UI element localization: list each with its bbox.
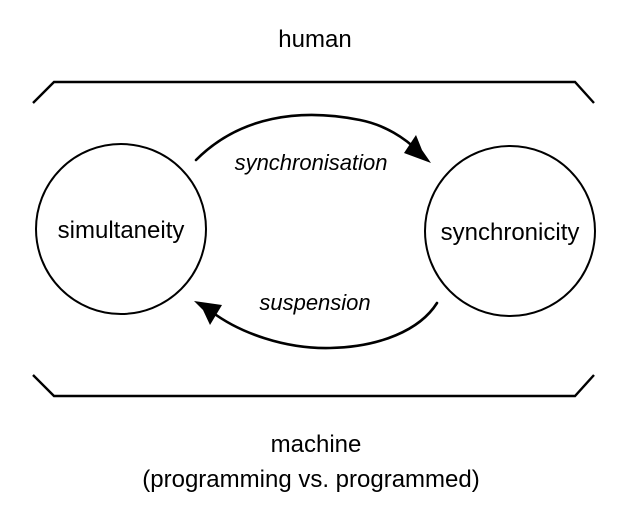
arrow-suspension — [210, 301, 439, 350]
label-human: human — [278, 26, 351, 53]
arrowhead-synchronisation — [404, 135, 431, 163]
label-synchronisation: synchronisation — [235, 150, 388, 175]
label-simultaneity: simultaneity — [58, 217, 185, 244]
label-machine-subtitle: (programming vs. programmed) — [142, 466, 479, 493]
arrowhead-suspension — [194, 301, 222, 325]
node-circle-simultaneity[interactable] — [35, 143, 207, 315]
bottom-bracket — [32, 374, 595, 398]
top-bracket — [32, 80, 595, 104]
label-synchronicity: synchronicity — [441, 219, 580, 246]
label-machine: machine — [271, 431, 362, 458]
arrow-synchronisation — [194, 113, 421, 162]
node-circle-synchronicity[interactable] — [424, 145, 596, 317]
label-suspension: suspension — [259, 290, 370, 315]
